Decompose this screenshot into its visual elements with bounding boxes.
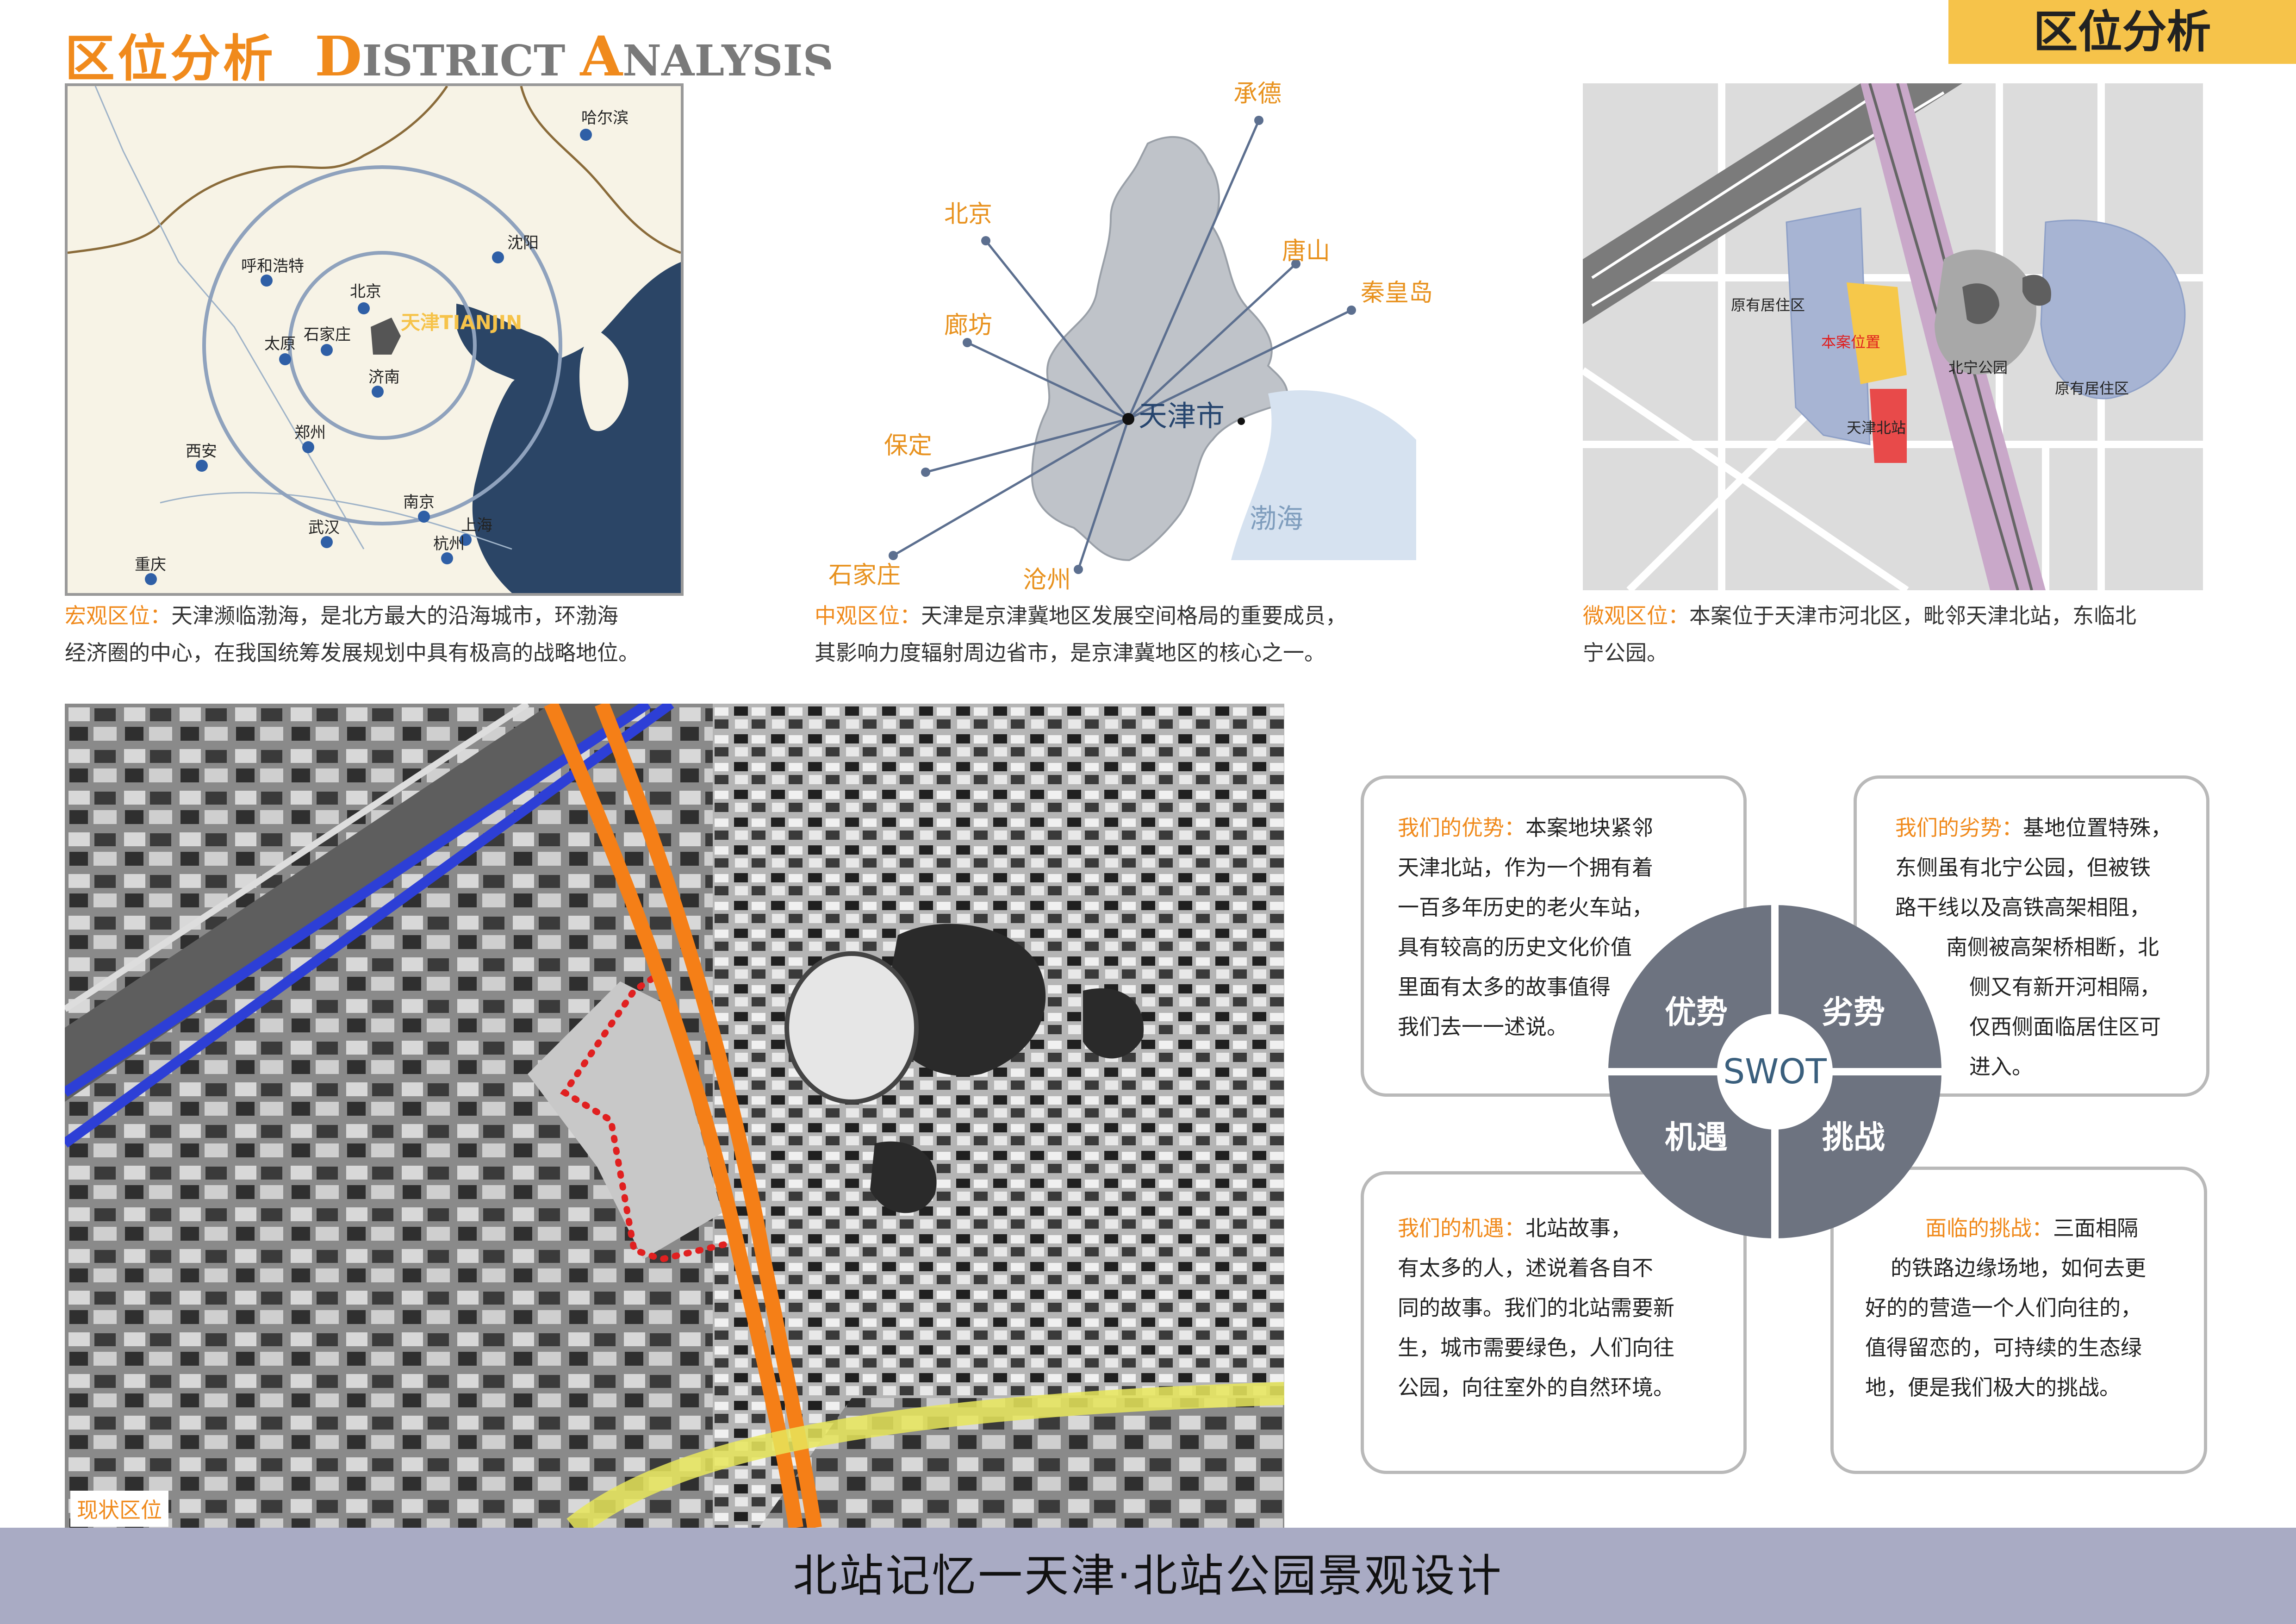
macro-city-label: 北京 <box>350 282 381 301</box>
macro-city-label: 石家庄 <box>304 325 351 344</box>
macro-city-label: 武汉 <box>308 518 340 537</box>
micro-map: 原有居住区 本案位置 北宁公园 原有居住区 天津北站 <box>1583 83 2203 590</box>
meso-caption: 中观区位：天津是京津冀地区发展空间格局的重要成员， 其影响力度辐射周边省市，是京… <box>815 603 1347 665</box>
macro-map: 哈尔滨 沈阳 呼和浩特 北京 太原 石家庄 济南 郑州 西安 南京 上海 武汉 … <box>65 83 684 596</box>
meso-spoke-label: 沧州 <box>1023 566 1071 594</box>
macro-city-label: 济南 <box>368 368 400 387</box>
macro-city-label: 上海 <box>461 516 492 535</box>
page-title-en: DISTRICT ANALYSIS <box>315 24 834 88</box>
micro-map-label: 原有居住区 <box>2055 380 2129 397</box>
swot-diagram: 优势 劣势 机遇 挑战 SWOT <box>1604 900 1946 1243</box>
meso-spoke-label: 石家庄 <box>828 562 901 589</box>
aerial-label: 现状区位 <box>70 1491 168 1527</box>
swot-threat-text: 面临的挑战：三面相隔 的铁路边缘场地，如何去更 好的的营造一个人们向往的， 值得… <box>1865 1216 2146 1400</box>
swot-quadrant-opportunity: 机遇 <box>1665 1119 1728 1156</box>
macro-city-label: 重庆 <box>135 556 166 574</box>
aerial-photo: 现状区位 <box>65 704 1284 1528</box>
macro-city-label: 哈尔滨 <box>581 109 628 127</box>
macro-city-label: 西安 <box>186 442 217 461</box>
micro-map-label: 本案位置 <box>1821 333 1880 351</box>
swot-quadrant-weakness: 劣势 <box>1822 994 1885 1031</box>
swot-threat-box <box>1830 1167 2207 1474</box>
macro-city-label: 杭州 <box>433 535 465 553</box>
footer-bar: 北站记忆一天津·北站公园景观设计 <box>0 1528 2296 1624</box>
swot-opportunity-text: 我们的机遇：北站故事， 有太多的人，述说着各自不 同的故事。我们的北站需要新 生… <box>1398 1216 1674 1400</box>
micro-map-label: 原有居住区 <box>1731 296 1805 314</box>
macro-city-label: 沈阳 <box>507 234 539 252</box>
meso-spoke-label: 唐山 <box>1282 237 1330 265</box>
meso-sea-label: 渤海 <box>1250 503 1303 534</box>
swot-weakness-text: 我们的劣势：基地位置特殊， 东侧虽有北宁公园，但被铁 路干线以及高铁高架相阻， … <box>1895 815 2172 1079</box>
swot-opportunity-box <box>1361 1171 1747 1474</box>
macro-caption: 宏观区位：天津濒临渤海，是北方最大的沿海城市，环渤海 经济圈的中心，在我国统筹发… <box>65 603 640 665</box>
meso-spoke-label: 北京 <box>944 200 992 228</box>
meso-city-label: 天津市 <box>1139 399 1225 433</box>
swot-strength-text: 我们的优势：本案地块紧邻 天津北站，作为一个拥有着 一百多年历史的老火车站， 具… <box>1398 815 1653 1039</box>
macro-highlight-label: 天津TIANJIN <box>401 311 522 334</box>
section-tag: 区位分析 <box>1948 0 2296 64</box>
page-title-cn: 区位分析 <box>65 30 276 88</box>
meso-spoke-label: 保定 <box>884 432 932 460</box>
micro-map-label: 北宁公园 <box>1948 359 2008 376</box>
macro-city-label: 南京 <box>403 493 435 512</box>
meso-spoke-label: 廊坊 <box>944 312 992 339</box>
swot-center-label: SWOT <box>1723 1052 1827 1092</box>
micro-map-label: 天津北站 <box>1847 419 1906 437</box>
swot-quadrant-threat: 挑战 <box>1822 1119 1885 1156</box>
macro-city-label: 郑州 <box>294 424 326 442</box>
meso-spoke-label: 秦皇岛 <box>1361 279 1433 307</box>
swot-quadrant-strength: 优势 <box>1665 994 1728 1031</box>
micro-caption: 微观区位：本案位于天津市河北区，毗邻天津北站，东临北 宁公园。 <box>1583 603 2136 665</box>
macro-city-label: 太原 <box>264 335 296 353</box>
meso-spoke-label: 承德 <box>1233 80 1282 108</box>
meso-map: 渤海 天津市 承德 北京 唐山 秦皇岛 <box>815 69 1462 597</box>
footer-title: 北站记忆一天津·北站公园景观设计 <box>793 1550 1503 1602</box>
macro-city-label: 呼和浩特 <box>241 257 304 275</box>
